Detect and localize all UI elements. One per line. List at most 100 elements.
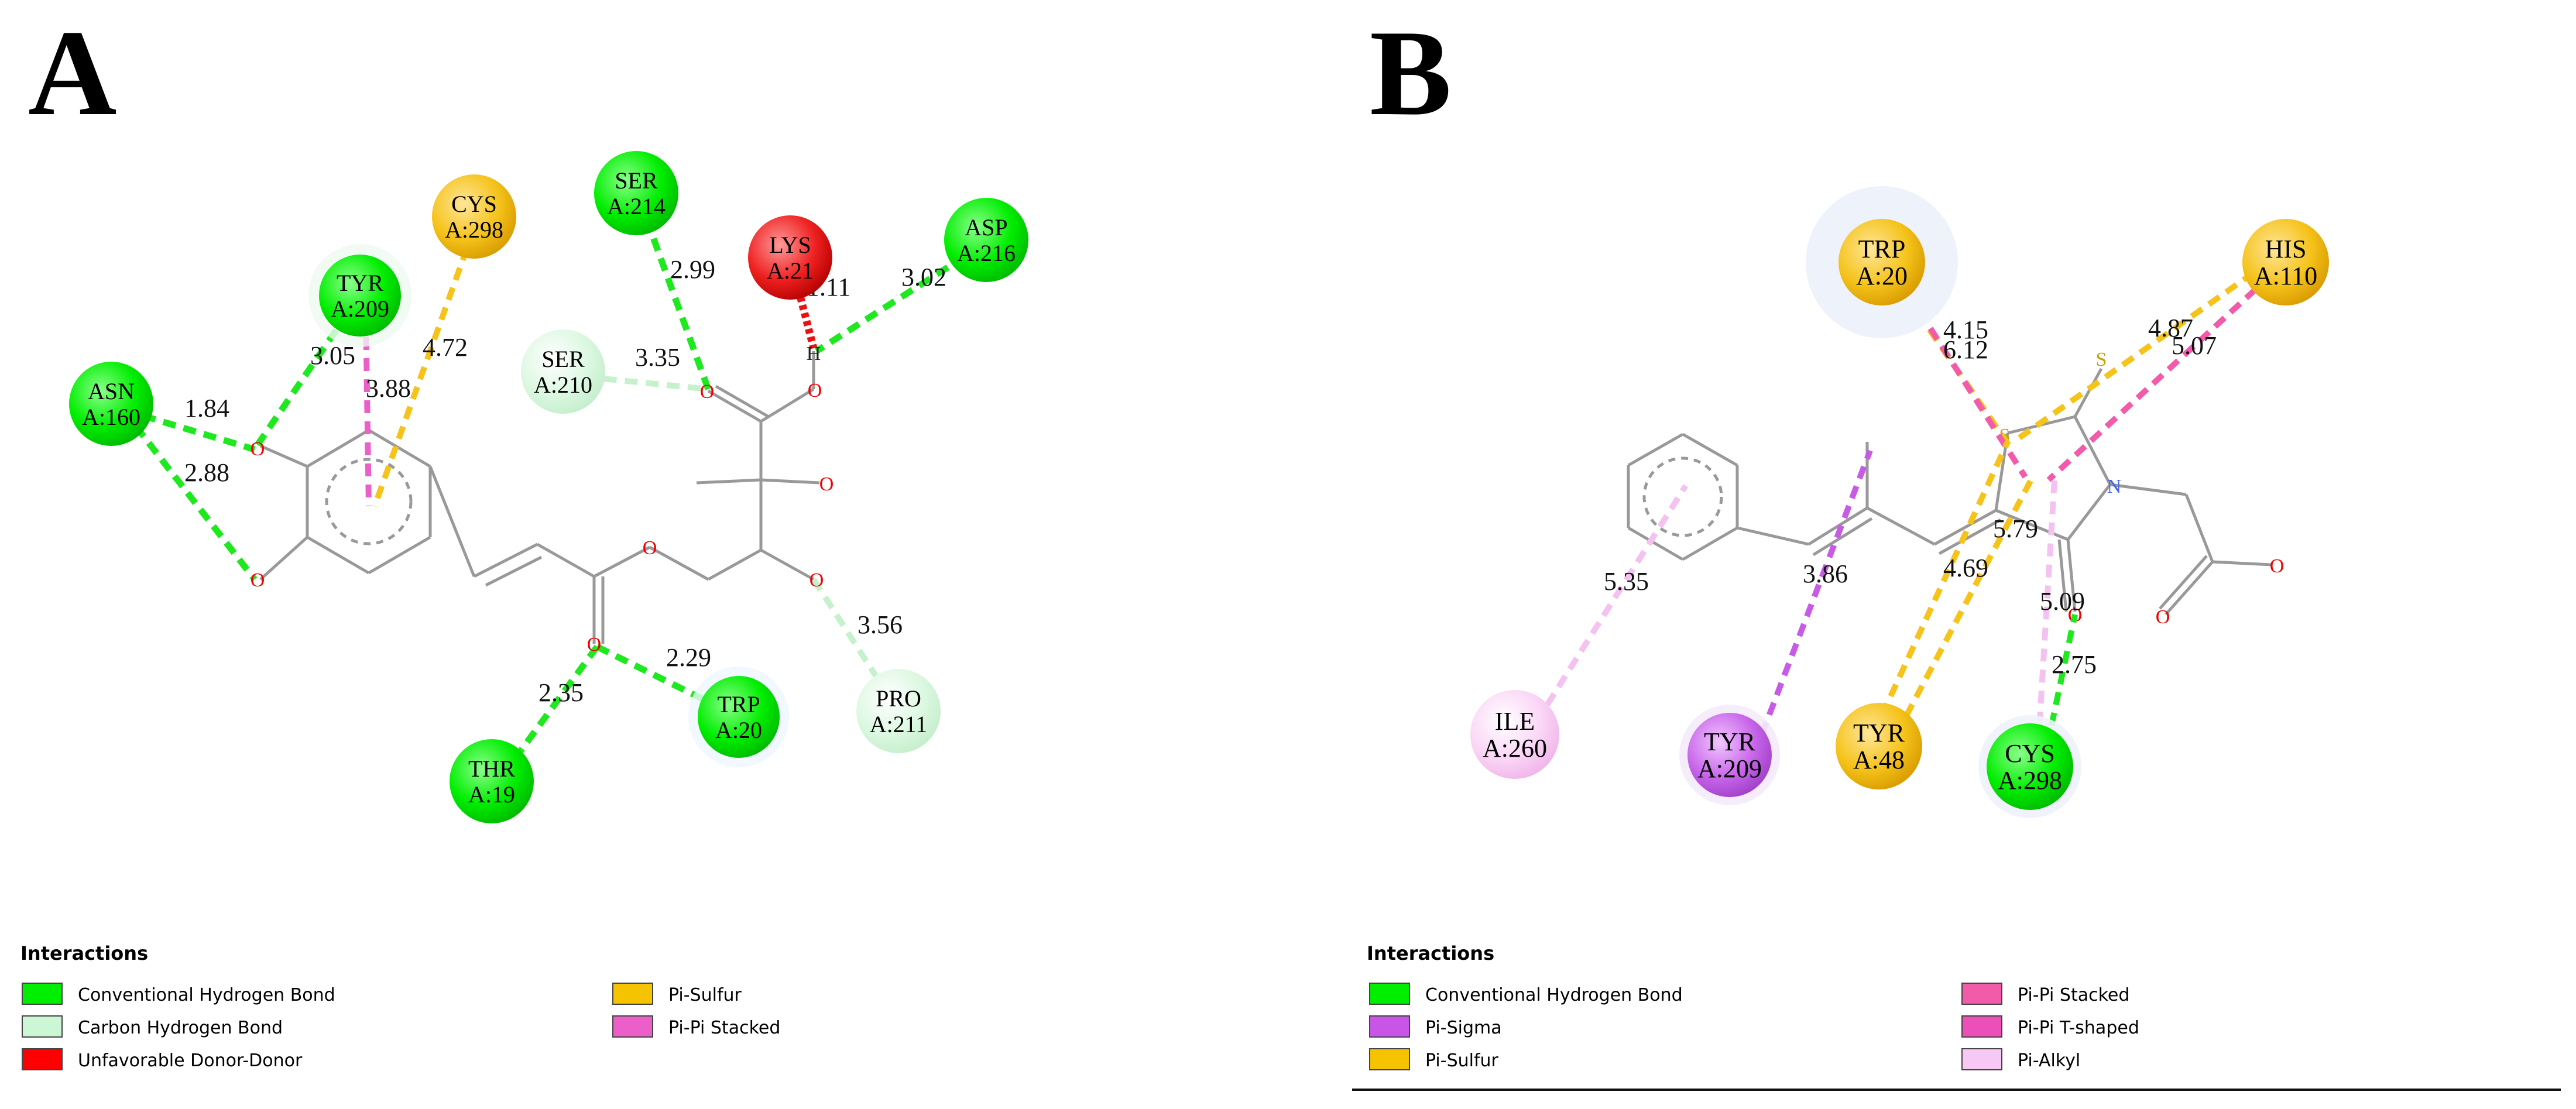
residue-name: TRP (717, 691, 760, 717)
oxygen-atom-label: O (643, 537, 657, 559)
legend-swatch (1369, 1048, 1410, 1070)
residue-chain: A:110 (2254, 262, 2317, 290)
oxygen-atom-label: O (700, 381, 715, 403)
distance-label: 4.15 (1943, 315, 1988, 344)
legend-swatch (1961, 1048, 2002, 1070)
legend-item-label: Pi-Sulfur (1425, 1050, 1499, 1071)
residue-name: THR (468, 756, 515, 782)
residue-chain: A:160 (82, 404, 140, 430)
residue-tyr-209: TYR A:209 (308, 244, 411, 347)
legend-swatch (1369, 983, 1410, 1005)
residue-name: SER (615, 167, 658, 194)
distance-label: 5.07 (2172, 331, 2217, 360)
distance-label: 4.87 (2148, 314, 2193, 342)
residue-pro-211: PRO A:211 (856, 669, 941, 753)
residue-chain: A:260 (1483, 734, 1547, 763)
oxygen-atom-label: O (809, 569, 824, 591)
residue-chain: A:209 (331, 296, 389, 322)
residue-ser-210: SER A:210 (521, 329, 605, 414)
residue-asp-216: ASP A:216 (944, 198, 1028, 282)
legend-item-label: Pi-Pi T-shaped (2018, 1018, 2139, 1038)
oxygen-atom-label: O (251, 438, 265, 460)
distance-label: 6.12 (1943, 335, 1988, 364)
legend-item-label: Pi-Alkyl (2018, 1050, 2080, 1071)
residue-name: CYS (451, 191, 497, 217)
residue-his-110: HIS A:110 (2242, 219, 2329, 305)
sulfur-atom-label: S (2096, 349, 2107, 370)
legend-swatch (1369, 1015, 1410, 1038)
residue-chain: A:19 (468, 781, 515, 808)
distance-label: 3.86 (1803, 559, 1848, 588)
legend-swatch (22, 1048, 63, 1070)
legend-item-label: Conventional Hydrogen Bond (78, 985, 335, 1005)
residue-lys-21: LYS A:21 (748, 215, 832, 300)
residue-chain: A:210 (534, 372, 592, 398)
distance-label: 5.35 (1604, 567, 1649, 596)
distance-label: 5.79 (1993, 514, 2038, 543)
residue-chain: A:21 (767, 257, 814, 284)
residue-cys-298: CYS A:298 (1978, 715, 2081, 818)
legend-item-label: Unfavorable Donor-Donor (78, 1050, 303, 1071)
oxygen-atom-label: O (2156, 606, 2170, 628)
residue-trp-20: TRP A:20 (688, 667, 789, 767)
residue-chain: A:216 (957, 240, 1016, 266)
distance-label: 4.72 (423, 333, 468, 362)
panel-a: A (20, 5, 1028, 1071)
residue-asn-160: ASN A:160 (69, 362, 153, 446)
legend-swatch (612, 1015, 653, 1038)
residue-chain: A:298 (1998, 766, 2062, 795)
legend-item-label: Pi-Pi Stacked (668, 1018, 780, 1038)
legend-b: Interactions Conventional Hydrogen Bond … (1352, 942, 2561, 1091)
legend-swatch (1961, 983, 2002, 1005)
legend-item-label: Carbon Hydrogen Bond (78, 1018, 283, 1038)
residue-name: TYR (1853, 719, 1905, 747)
distance-label: 3.05 (310, 341, 355, 370)
oxygen-atom-label: O (2270, 555, 2285, 577)
distance-label: 3.88 (366, 374, 411, 403)
distance-label: 2.99 (670, 255, 715, 284)
residue-name: LYS (769, 232, 811, 258)
distance-label: 2.35 (538, 678, 584, 707)
ligand-a (259, 351, 820, 644)
hydrogen-atom-label: H (807, 343, 821, 365)
legend-item-label: Conventional Hydrogen Bond (1425, 985, 1683, 1005)
residue-chain: A:209 (1697, 754, 1762, 783)
residue-name: ASN (88, 378, 135, 404)
panel-b-label: B (1370, 5, 1452, 141)
legend-title: Interactions (20, 942, 148, 964)
residue-name: TYR (337, 270, 383, 296)
residue-name: SER (541, 346, 585, 372)
panel-b: B (1352, 5, 2561, 1091)
oxygen-atom-label: O (819, 473, 834, 495)
legend-item-label: Pi-Sulfur (668, 985, 742, 1005)
oxygen-atom-label: O (808, 380, 822, 401)
oxygen-atom-label: O (251, 569, 265, 591)
distance-label: 3.02 (901, 263, 946, 291)
distance-label: 4.69 (1943, 554, 1988, 582)
nitrogen-atom-label: N (2107, 476, 2122, 497)
atoms-a: O O O O O O O O H (251, 343, 834, 655)
residue-cys-298: CYS A:298 (432, 174, 516, 259)
distances-b: 4.15 6.12 4.87 5.07 5.35 3.86 4.69 5.79 … (1604, 314, 2217, 679)
ligand-b (1627, 368, 2272, 616)
residue-name: CYS (2005, 739, 2055, 768)
residue-name: HIS (2265, 235, 2307, 263)
distance-label: 2.75 (2052, 650, 2097, 679)
legend-swatch (612, 983, 653, 1005)
residue-name: PRO (876, 685, 921, 712)
distance-label: 2.88 (184, 458, 229, 487)
residue-thr-19: THR A:19 (450, 739, 534, 823)
residue-chain: A:211 (870, 711, 928, 737)
interactions-b (1522, 257, 2273, 768)
panel-a-label: A (28, 5, 117, 141)
distance-label: 3.35 (635, 343, 680, 372)
legend-swatch (22, 983, 63, 1005)
legend-item-label: Pi-Pi Stacked (2018, 985, 2129, 1005)
residue-tyr-209: TYR A:209 (1679, 705, 1780, 805)
distance-label: 3.56 (857, 610, 903, 639)
residue-name: ASP (965, 214, 1007, 241)
residue-chain: A:48 (1853, 746, 1905, 774)
legend-title: Interactions (1367, 942, 1494, 964)
